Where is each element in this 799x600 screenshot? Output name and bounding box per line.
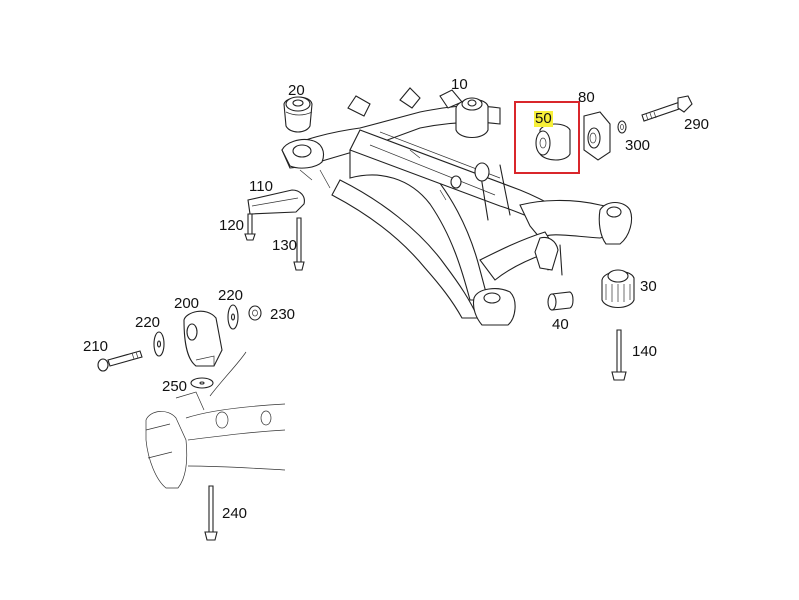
rear-subframe[interactable] bbox=[281, 87, 633, 326]
part-30-mount[interactable] bbox=[601, 269, 635, 309]
callout-140[interactable]: 140 bbox=[632, 343, 658, 360]
part-40-bushing[interactable] bbox=[547, 291, 574, 311]
part-250-washer[interactable] bbox=[190, 377, 214, 389]
callout-210[interactable]: 210 bbox=[83, 338, 109, 355]
callout-10[interactable]: 10 bbox=[451, 76, 468, 93]
callout-30[interactable]: 30 bbox=[640, 278, 657, 295]
callout-250[interactable]: 250 bbox=[162, 378, 188, 395]
selected-part-highlight-frame bbox=[514, 101, 580, 174]
callout-110[interactable]: 110 bbox=[249, 178, 273, 195]
callout-220-right[interactable]: 220 bbox=[218, 287, 244, 304]
part-220-washer-right[interactable] bbox=[227, 304, 239, 330]
callout-40[interactable]: 40 bbox=[552, 316, 569, 333]
callout-80[interactable]: 80 bbox=[578, 89, 595, 106]
part-290-bolt[interactable] bbox=[641, 95, 693, 122]
part-240-bolt[interactable] bbox=[204, 485, 218, 541]
callout-200[interactable]: 200 bbox=[174, 295, 200, 312]
callout-50-highlighted[interactable]: 50 bbox=[534, 110, 553, 127]
part-110-bracket[interactable] bbox=[247, 189, 305, 215]
part-140-bolt[interactable] bbox=[611, 329, 627, 381]
part-20-bushing[interactable] bbox=[283, 96, 313, 133]
callout-240[interactable]: 240 bbox=[222, 505, 248, 522]
callout-130[interactable]: 130 bbox=[272, 237, 298, 254]
part-10-bushing[interactable] bbox=[455, 97, 489, 139]
callout-230[interactable]: 230 bbox=[270, 306, 296, 323]
part-300-nut[interactable] bbox=[617, 120, 627, 134]
callout-220-left[interactable]: 220 bbox=[135, 314, 161, 331]
callout-20[interactable]: 20 bbox=[288, 82, 305, 99]
part-80-bracket[interactable] bbox=[583, 111, 611, 161]
part-220-washer-left[interactable] bbox=[153, 331, 165, 357]
part-50-bushing[interactable] bbox=[535, 123, 571, 161]
part-120-bolt[interactable] bbox=[244, 213, 256, 241]
callout-290[interactable]: 290 bbox=[684, 116, 710, 133]
part-210-bolt[interactable] bbox=[97, 350, 143, 372]
part-230-nut[interactable] bbox=[248, 305, 262, 321]
callout-120[interactable]: 120 bbox=[219, 217, 245, 234]
part-130-bolt[interactable] bbox=[293, 217, 305, 271]
part-200-mount[interactable] bbox=[183, 310, 223, 367]
axle-housing bbox=[145, 351, 286, 489]
callout-300[interactable]: 300 bbox=[625, 137, 651, 154]
